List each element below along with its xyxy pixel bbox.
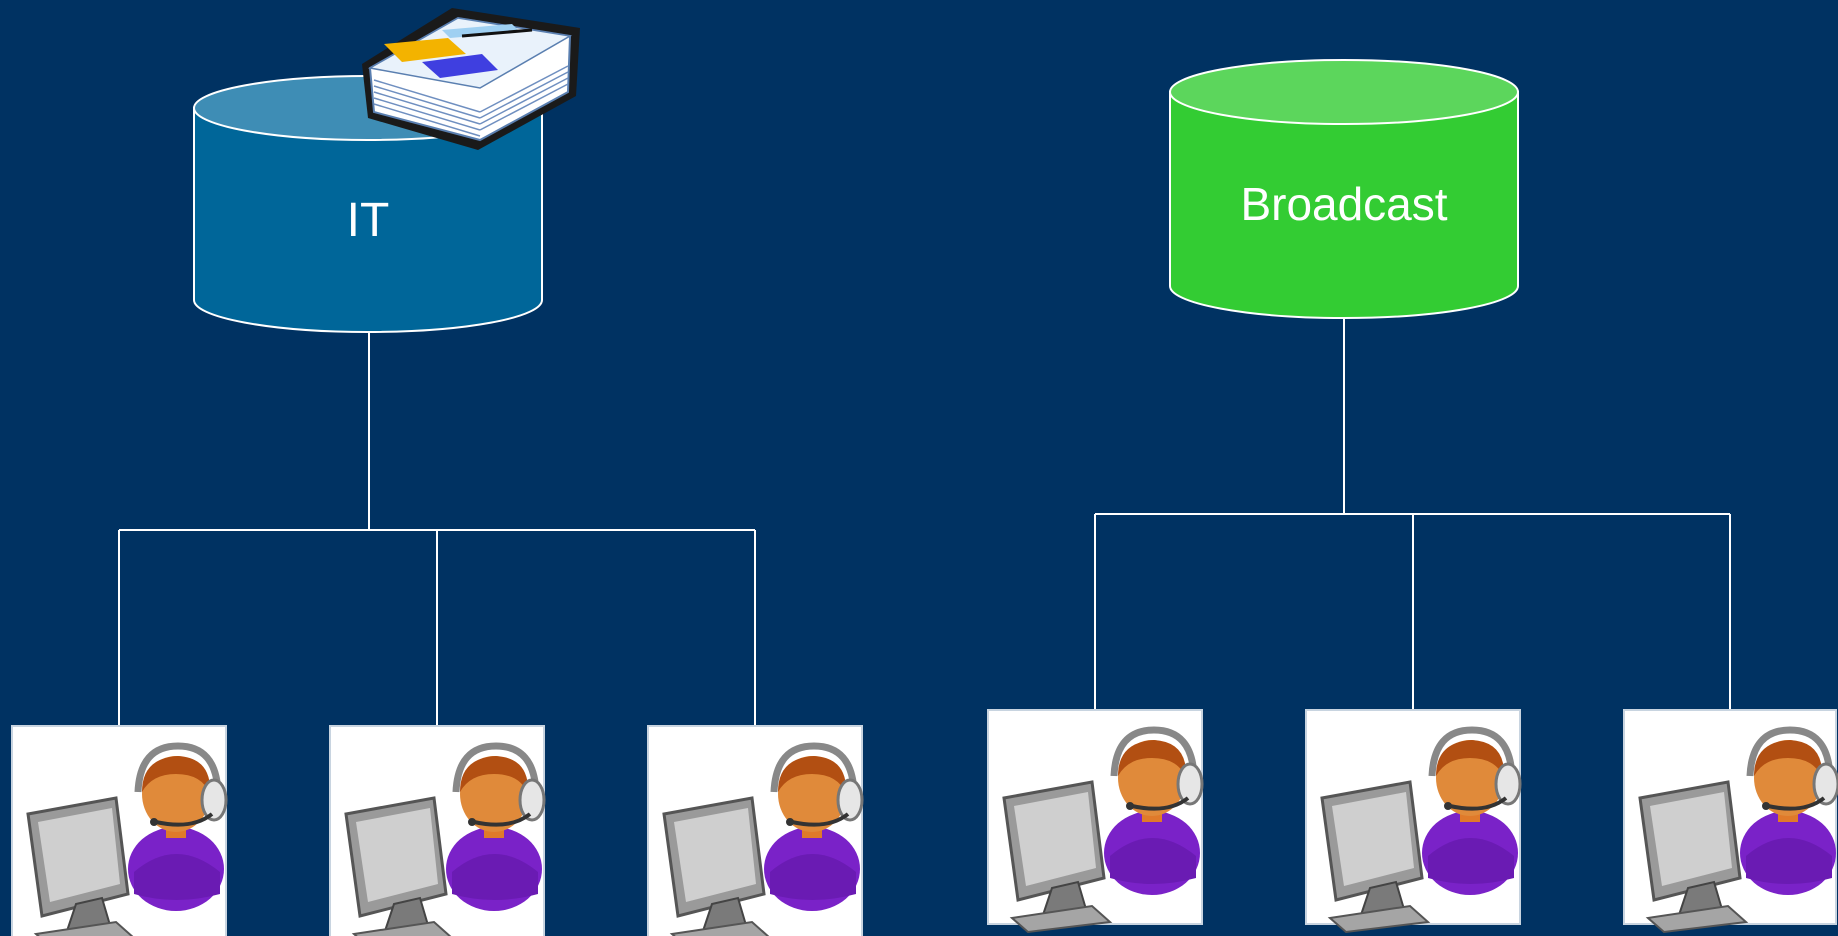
it-connectors bbox=[118, 332, 756, 726]
broadcast-group: Broadcast bbox=[987, 59, 1838, 932]
broadcast-database[interactable]: Broadcast bbox=[1169, 59, 1519, 319]
it-database-label: IT bbox=[347, 194, 390, 247]
broadcast-workstation-1[interactable] bbox=[987, 709, 1202, 932]
broadcast-workstation-3[interactable] bbox=[1623, 709, 1838, 932]
broadcast-database-label: Broadcast bbox=[1240, 178, 1447, 230]
it-workstation-3[interactable] bbox=[647, 725, 862, 936]
broadcast-workstation-2[interactable] bbox=[1305, 709, 1520, 932]
it-workstation-2[interactable] bbox=[329, 725, 544, 936]
it-workstation-1[interactable] bbox=[11, 725, 226, 936]
document-stack-icon bbox=[362, 8, 580, 150]
broadcast-connectors bbox=[1094, 316, 1731, 710]
it-group: IT bbox=[11, 8, 862, 936]
